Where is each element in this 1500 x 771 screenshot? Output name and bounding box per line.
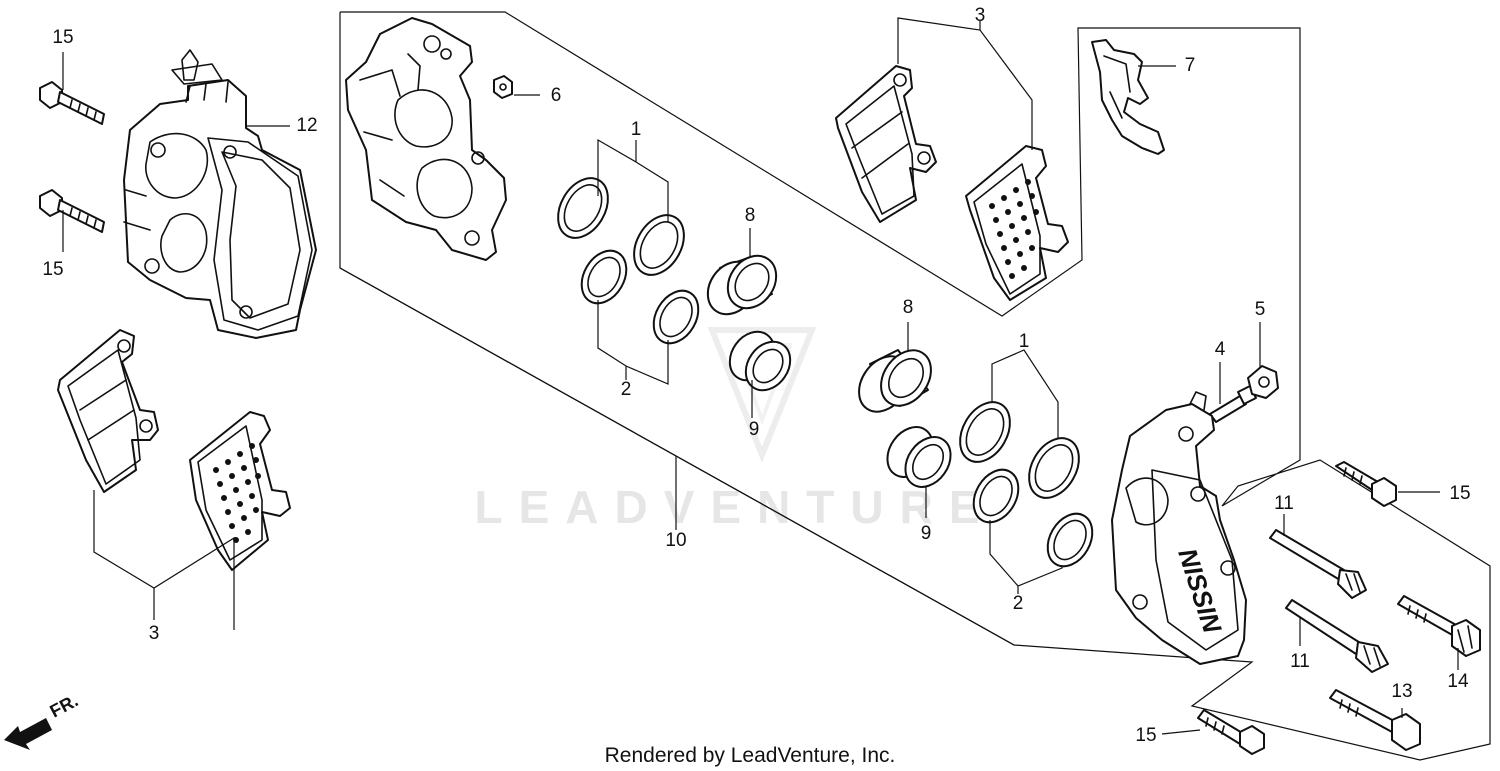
front-direction-label: FR. [46, 690, 81, 721]
bolt-left-upper [39, 81, 105, 125]
watermark-text: LEADVENTURE [474, 481, 995, 533]
pad-pin-lower [1285, 599, 1389, 673]
caliper-half-lower: NISSIN [1111, 391, 1247, 665]
callout-14: 14 [1447, 671, 1469, 692]
callout-8: 8 [903, 297, 914, 318]
callout-13: 13 [1391, 681, 1412, 702]
callout-11: 11 [1290, 651, 1310, 672]
bolt-lower-15 [1197, 709, 1265, 755]
right-brake-pad-back [965, 145, 1069, 301]
callout-15: 15 [1449, 483, 1470, 504]
callout-labels: 15 15 12 3 6 1 2 8 9 10 3 7 8 9 1 2 4 5 … [42, 5, 1470, 746]
bolt-part-13 [1329, 689, 1421, 751]
callout-4: 4 [1215, 339, 1226, 360]
caliper-body-group-line [339, 267, 1015, 646]
callout-10: 10 [665, 530, 686, 551]
callout-5: 5 [1255, 299, 1266, 320]
callout-11: 11 [1274, 493, 1294, 514]
bleeder-cap-part-5 [1247, 365, 1279, 399]
leader-lines [62, 17, 1459, 735]
caliper-half-upper [345, 17, 507, 261]
pistons-lower [858, 349, 952, 488]
callout-3: 3 [975, 5, 986, 26]
pad-spring-part-7 [1091, 39, 1165, 155]
left-brake-pad-front [57, 329, 159, 493]
nut-part-6 [493, 75, 513, 99]
piston-seals-upper [557, 177, 700, 345]
pistons-upper [706, 254, 792, 392]
callout-1: 1 [1019, 331, 1030, 352]
callout-3: 3 [149, 623, 160, 644]
front-direction-arrow: FR. [4, 690, 81, 750]
left-brake-pad-back [189, 411, 291, 571]
callout-15: 15 [52, 27, 73, 48]
callout-2: 2 [621, 379, 632, 400]
left-caliper-assembly [123, 49, 317, 339]
callout-12: 12 [296, 115, 317, 136]
callout-15: 15 [1135, 725, 1156, 746]
piston-seals-lower [959, 401, 1094, 568]
right-brake-pad-front [835, 65, 937, 223]
bolt-part-14 [1397, 595, 1481, 657]
callout-7: 7 [1185, 55, 1196, 76]
callout-15: 15 [42, 259, 63, 280]
bolt-left-lower [39, 189, 105, 233]
callout-1: 1 [631, 119, 642, 140]
bleeder-valve-part-4 [1209, 385, 1257, 423]
callout-6: 6 [551, 85, 562, 106]
bolt-right-15 [1335, 461, 1397, 507]
callout-8: 8 [745, 205, 756, 226]
callout-9: 9 [749, 419, 760, 440]
rendered-by-footer: Rendered by LeadVenture, Inc. [605, 744, 896, 767]
callout-9: 9 [921, 523, 932, 544]
pad-pin-upper [1269, 529, 1367, 599]
callout-2: 2 [1013, 593, 1024, 614]
